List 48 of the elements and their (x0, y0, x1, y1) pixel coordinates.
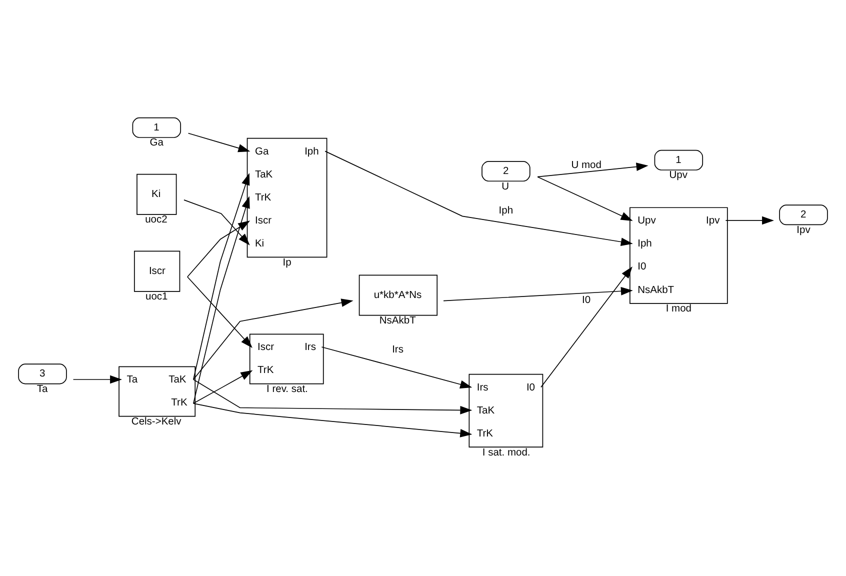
arrow (324, 150, 633, 246)
node-box: u*kb*A*Ns (358, 274, 438, 316)
node-box: 3 (18, 364, 67, 384)
node-box: 1 (654, 150, 704, 170)
node-box: 1 (132, 117, 182, 138)
node-label: NsAkbT (379, 316, 416, 327)
arrow (725, 216, 774, 225)
node-label: uoc2 (145, 214, 168, 226)
node-label: I sat. mod. (482, 447, 530, 458)
arrow (184, 200, 250, 246)
node-box: Irs I0 TaK TrK (468, 374, 544, 448)
arrow (321, 346, 472, 388)
arrow (192, 196, 250, 404)
arrow (187, 220, 250, 278)
node-label: Upv (669, 170, 688, 182)
node-label: Ta (36, 384, 48, 395)
node-label: U (502, 181, 510, 192)
arrow (192, 370, 253, 404)
arrow (188, 132, 250, 152)
node-box: 2 (779, 204, 828, 226)
node-label: Ga (150, 138, 164, 149)
arrow (192, 403, 472, 438)
node-label: I mod (666, 304, 692, 315)
node-label: Ip (282, 257, 292, 268)
arrow (537, 162, 648, 178)
node-box: Ga Iph TaK TrK Iscr Ki (246, 138, 328, 258)
node-label: Cels->Kelv (131, 416, 182, 428)
node-label: I rev. sat. (266, 384, 308, 395)
node-box: Iscr Irs TrK (249, 334, 324, 384)
node-box: Ta TaK TrK (118, 366, 196, 417)
arrow (192, 173, 250, 380)
arrow (540, 266, 632, 388)
arrow (72, 375, 122, 384)
arrow (443, 286, 633, 302)
arrow (187, 276, 252, 348)
edge-label: I0 (582, 295, 591, 306)
edge-label: Iph (498, 205, 514, 216)
node-box: Ki (136, 174, 177, 215)
arrow (537, 176, 633, 221)
edge-label: U mod (571, 160, 602, 171)
node-box: Iscr (134, 250, 180, 292)
edge-label: Irs (392, 344, 404, 356)
node-label: uoc1 (146, 292, 168, 303)
node-box: 2 (482, 161, 530, 182)
node-box: Upv Ipv Iph I0 NsAkbT (630, 207, 728, 304)
arrow (192, 298, 354, 380)
node-label: Ipv (796, 224, 810, 236)
arrow (192, 379, 472, 414)
